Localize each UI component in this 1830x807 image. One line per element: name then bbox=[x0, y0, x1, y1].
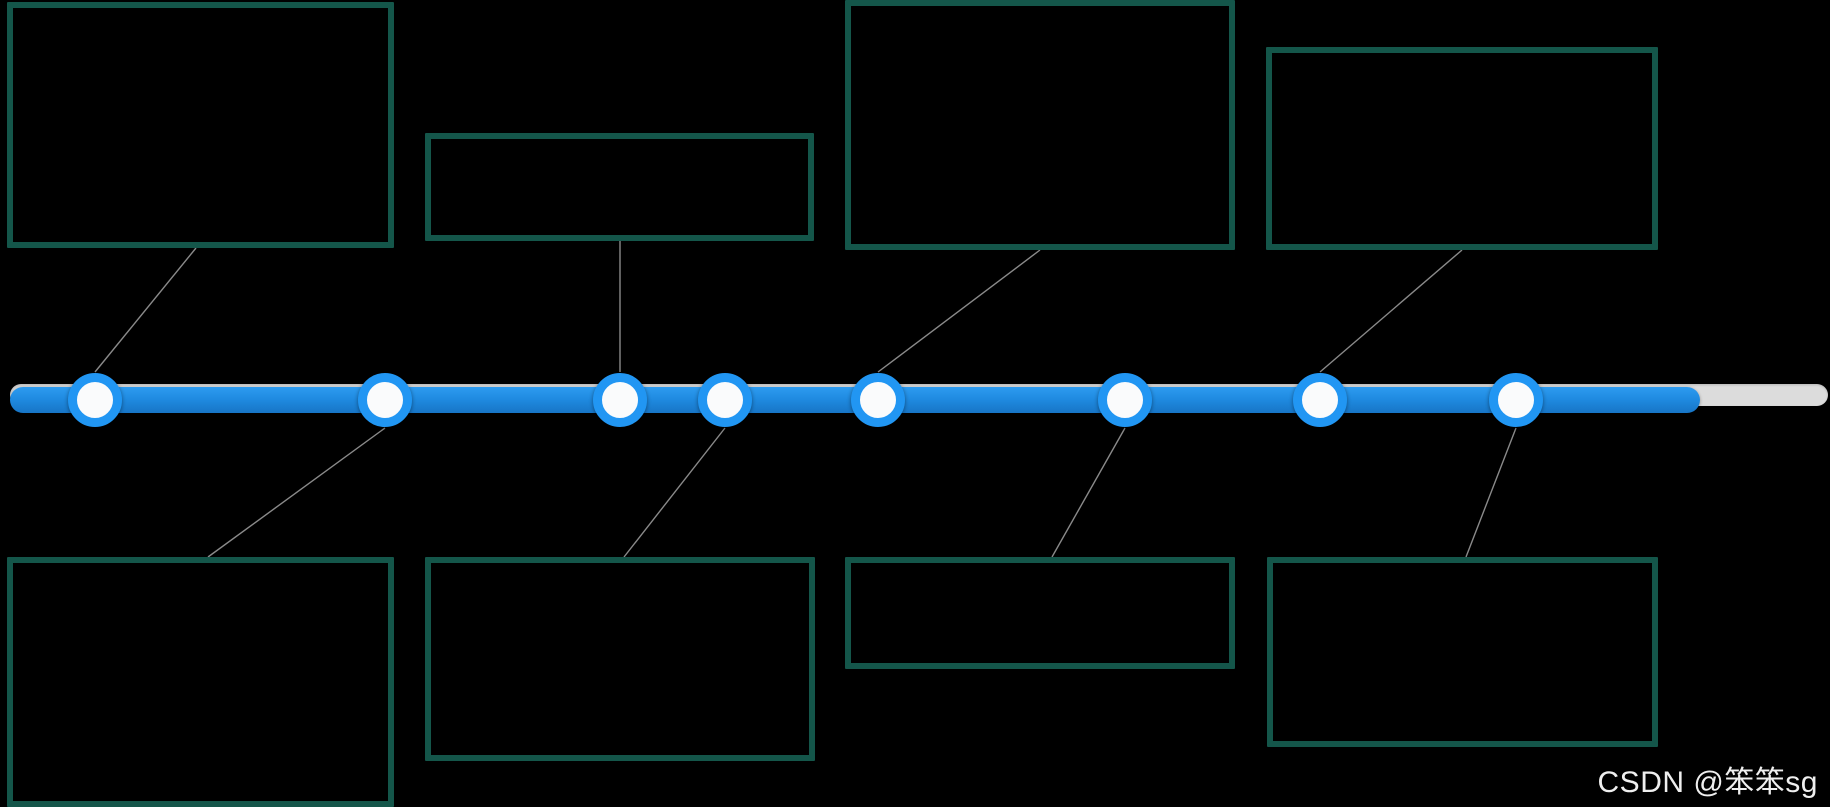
callout-box-text bbox=[431, 563, 809, 579]
timeline-marker-5[interactable] bbox=[851, 373, 905, 427]
connector-3 bbox=[877, 249, 1041, 373]
connector-1 bbox=[94, 247, 197, 373]
callout-box-text bbox=[1273, 563, 1652, 579]
callout-box-box-bot-3[interactable] bbox=[845, 557, 1235, 669]
callout-box-box-top-1[interactable] bbox=[7, 2, 394, 248]
timeline-marker-4[interactable] bbox=[698, 373, 752, 427]
timeline-marker-1[interactable] bbox=[68, 373, 122, 427]
callout-box-box-top-2[interactable] bbox=[425, 133, 814, 241]
timeline-marker-8[interactable] bbox=[1489, 373, 1543, 427]
callout-box-box-bot-4[interactable] bbox=[1267, 557, 1658, 747]
callout-box-box-bot-2[interactable] bbox=[425, 557, 815, 761]
callout-box-box-top-3[interactable] bbox=[845, 0, 1235, 250]
callout-box-text bbox=[1272, 53, 1652, 69]
connector-5 bbox=[207, 427, 386, 558]
csdn-watermark: CSDN @笨笨sg bbox=[1597, 766, 1818, 799]
connector-4 bbox=[1319, 249, 1463, 373]
callout-box-box-top-4[interactable] bbox=[1266, 47, 1658, 250]
connector-6 bbox=[623, 427, 726, 558]
callout-box-text bbox=[13, 8, 388, 24]
connector-7 bbox=[1051, 427, 1126, 558]
timeline-marker-7[interactable] bbox=[1293, 373, 1347, 427]
timeline-marker-2[interactable] bbox=[358, 373, 412, 427]
callout-box-box-bot-1[interactable] bbox=[7, 557, 394, 807]
timeline-marker-3[interactable] bbox=[593, 373, 647, 427]
callout-box-text bbox=[431, 139, 808, 155]
timeline-marker-6[interactable] bbox=[1098, 373, 1152, 427]
callout-box-text bbox=[851, 563, 1229, 579]
connector-8 bbox=[1465, 427, 1517, 558]
callout-box-text bbox=[13, 563, 388, 579]
callout-box-text bbox=[851, 6, 1229, 22]
timeline-track-remaining[interactable] bbox=[10, 384, 1828, 406]
